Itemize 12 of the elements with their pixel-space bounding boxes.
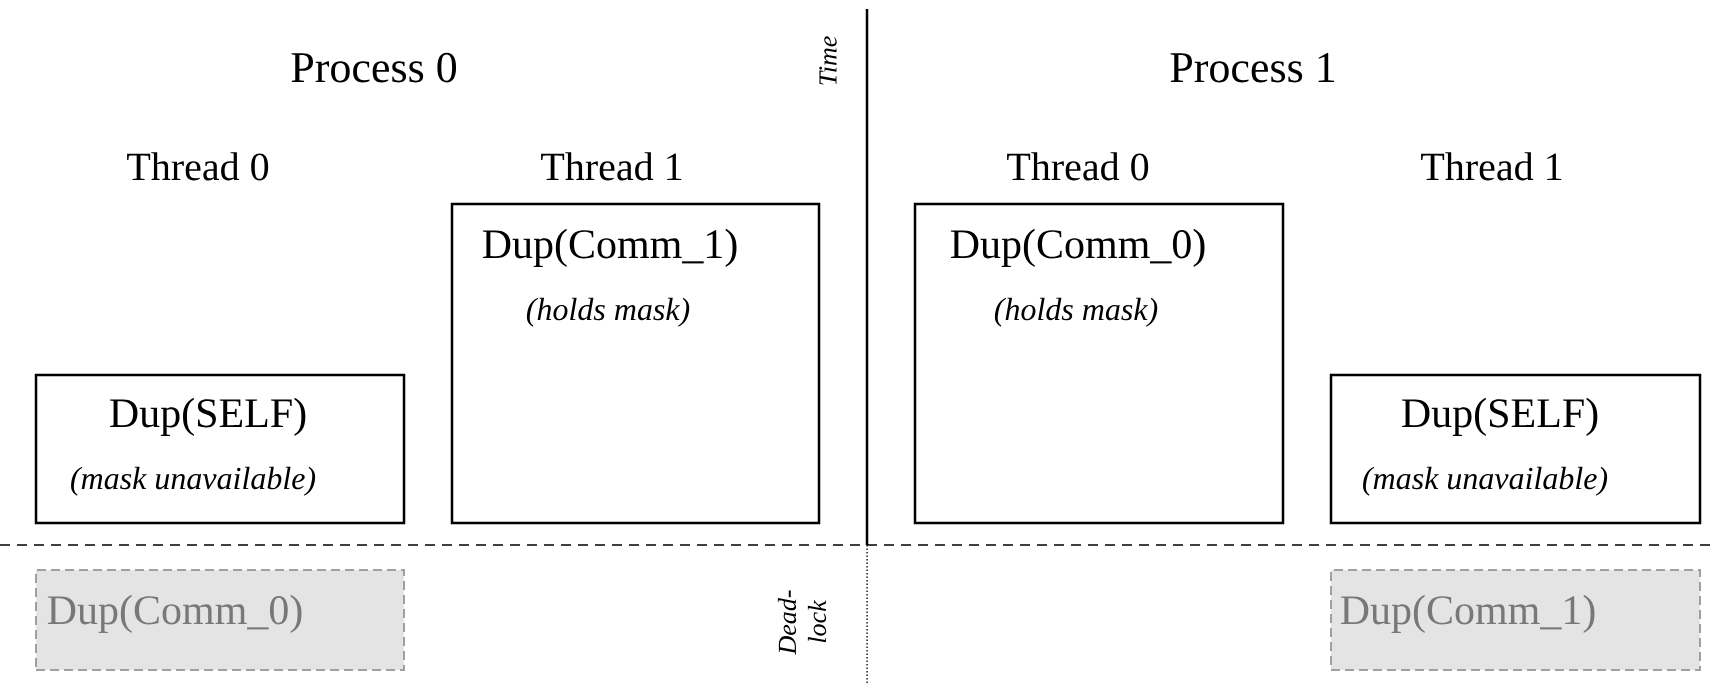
thread-label: Thread 1 [1421, 152, 1562, 181]
call-box: Dup(Comm_0) (holds mask) [913, 202, 1285, 525]
blocked-call-box: Dup(Comm_1) [1330, 569, 1701, 671]
axis-label: Dead-lock [777, 590, 827, 655]
process-label: Process 1 [1170, 52, 1335, 83]
call-box: Dup(SELF) (mask unavailable) [1329, 373, 1702, 525]
call-box: Dup(Comm_1) (holds mask) [450, 202, 821, 525]
thread-label: Thread 0 [127, 152, 269, 181]
process-label: Process 0 [291, 52, 457, 83]
call-box: Dup(SELF) (mask unavailable) [34, 373, 406, 525]
axis-label: Time [819, 36, 837, 85]
blocked-call-box: Dup(Comm_0) [35, 569, 405, 671]
